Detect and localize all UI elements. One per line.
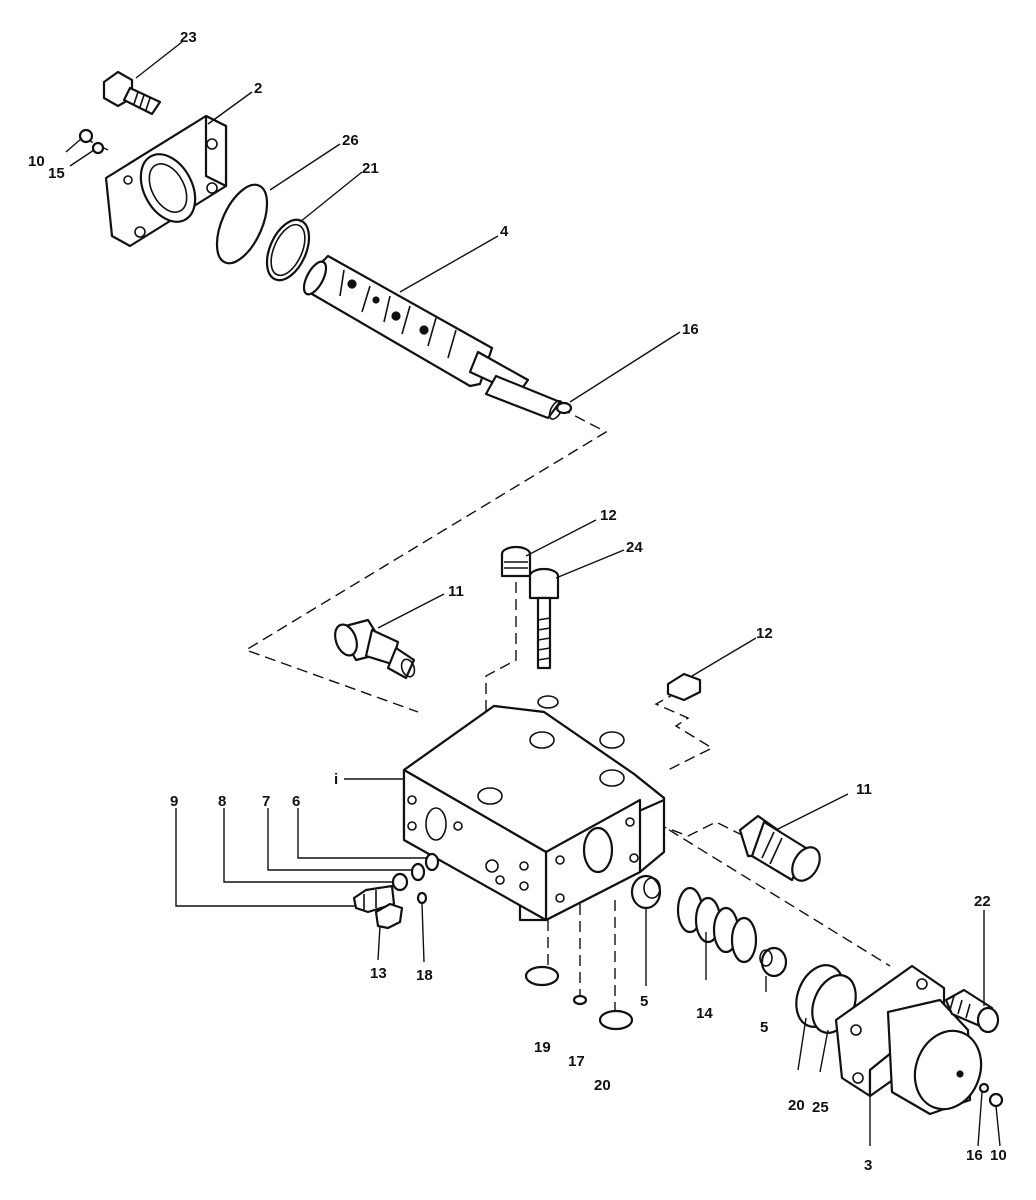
callout-8: 8	[218, 793, 226, 810]
callout-26: 26	[342, 132, 359, 149]
part-2-end-cover	[104, 114, 228, 248]
callout-14: 14	[696, 1005, 713, 1022]
callout-25: 25	[812, 1099, 829, 1116]
part-13-plug	[374, 902, 404, 930]
part-24-long-bolt	[528, 567, 560, 670]
callout-12-top: 12	[600, 507, 617, 524]
part-22-adjusting-screw	[944, 988, 1000, 1034]
part-11-fitting-right	[738, 814, 821, 882]
callout-11-right: 11	[856, 781, 872, 798]
part-9-plug	[352, 884, 396, 914]
callout-23: 23	[180, 29, 197, 46]
callout-4: 4	[500, 223, 509, 240]
callout-20-bottom: 20	[594, 1077, 611, 1094]
callout-5-left: 5	[640, 993, 648, 1010]
part-20-o-ring-lower	[598, 1009, 634, 1031]
part-14-spring	[676, 886, 758, 964]
callout-11-left: 11	[448, 583, 464, 600]
part-6-7-8-small-seals	[391, 852, 440, 892]
part-4-spool	[302, 254, 564, 420]
part-18-small-ring	[416, 891, 428, 905]
part-1-valve-body	[402, 695, 666, 922]
callout-3: 3	[864, 1157, 872, 1174]
callout-7: 7	[262, 793, 270, 810]
callout-15: 15	[48, 165, 65, 182]
callout-19: 19	[534, 1039, 551, 1056]
callout-labels: 23 2 26 21 10 15 4 16 12 24 11 12 i 11 9…	[28, 29, 1007, 1174]
callout-21: 21	[362, 160, 379, 177]
part-11-fitting-left	[334, 618, 416, 680]
part-5-spring-seat-right	[759, 946, 788, 978]
leader-lines	[65, 41, 1001, 1147]
callout-10-bottom: 10	[990, 1147, 1007, 1164]
callout-18: 18	[416, 967, 433, 984]
callout-13: 13	[370, 965, 387, 982]
part-12-plug-upper	[500, 545, 532, 578]
part-16-10-small-ring-screw	[978, 1082, 1004, 1108]
part-5-spring-seat-left	[630, 874, 662, 910]
part-19-o-ring	[524, 965, 560, 987]
callout-22: 22	[974, 893, 991, 910]
callout-10-top: 10	[28, 153, 45, 170]
part-23-cap-screw	[102, 70, 162, 116]
part-16-small-ring	[555, 401, 573, 415]
callout-20-right: 20	[788, 1097, 805, 1114]
part-12-plug-right	[666, 672, 702, 702]
callout-9: 9	[170, 793, 178, 810]
part-10-15-small-screw-washer	[78, 128, 105, 155]
callout-16-top: 16	[682, 321, 699, 338]
callout-16-bottom: 16	[966, 1147, 983, 1164]
part-3-end-cap	[834, 964, 983, 1116]
callout-1: i	[334, 771, 338, 788]
part-17-small-ring	[572, 994, 588, 1006]
callout-2: 2	[254, 80, 262, 97]
part-26-ring	[215, 183, 269, 265]
callout-24: 24	[626, 539, 643, 556]
callout-6: 6	[292, 793, 300, 810]
callout-12-right: 12	[756, 625, 773, 642]
callout-5-right: 5	[760, 1019, 768, 1036]
callout-17: 17	[568, 1053, 585, 1070]
